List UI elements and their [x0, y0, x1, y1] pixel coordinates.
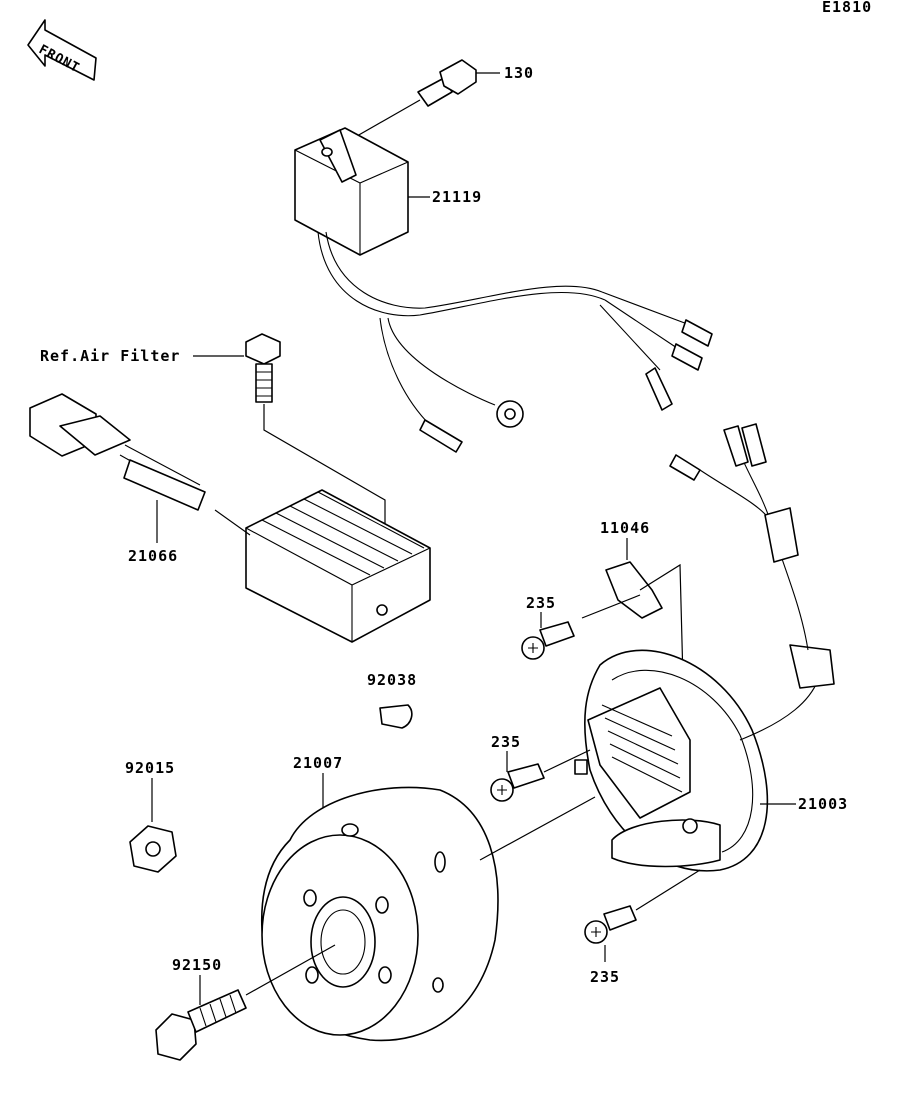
label-92038: 92038: [367, 671, 417, 689]
label-21119: 21119: [432, 188, 482, 206]
label-21007: 21007: [293, 754, 343, 772]
ref-air-filter-label: Ref.Air Filter: [40, 347, 180, 365]
label-92015: 92015: [125, 759, 175, 777]
screw-235-c: [584, 905, 637, 944]
label-92150: 92150: [172, 956, 222, 974]
screw-235-a: [521, 621, 575, 660]
diagram-code: E1810: [822, 0, 872, 16]
bolt-130: [417, 59, 477, 107]
label-235-a: 235: [526, 594, 556, 612]
label-21003: 21003: [798, 795, 848, 813]
stator-wiring: [669, 423, 835, 741]
screw-235-b: [490, 763, 545, 802]
flywheel-21007: [260, 786, 499, 1042]
front-arrow-icon: FRONT: [27, 19, 97, 81]
label-130: 130: [504, 64, 534, 82]
nut-92015: [129, 825, 177, 873]
air-filter-bolt: [245, 333, 281, 403]
regulator-connector: [29, 393, 251, 536]
label-21066: 21066: [128, 547, 178, 565]
clip-11046: [605, 561, 663, 619]
key-92038: [379, 704, 413, 729]
label-235-b: 235: [491, 733, 521, 751]
bolt-92150: [155, 989, 247, 1061]
stator-21003: [574, 649, 769, 872]
cdi-unit-21119: [294, 127, 409, 256]
label-11046: 11046: [600, 519, 650, 537]
regulator-21066: [245, 489, 431, 643]
label-235-c: 235: [590, 968, 620, 986]
cdi-wiring: [317, 231, 713, 453]
